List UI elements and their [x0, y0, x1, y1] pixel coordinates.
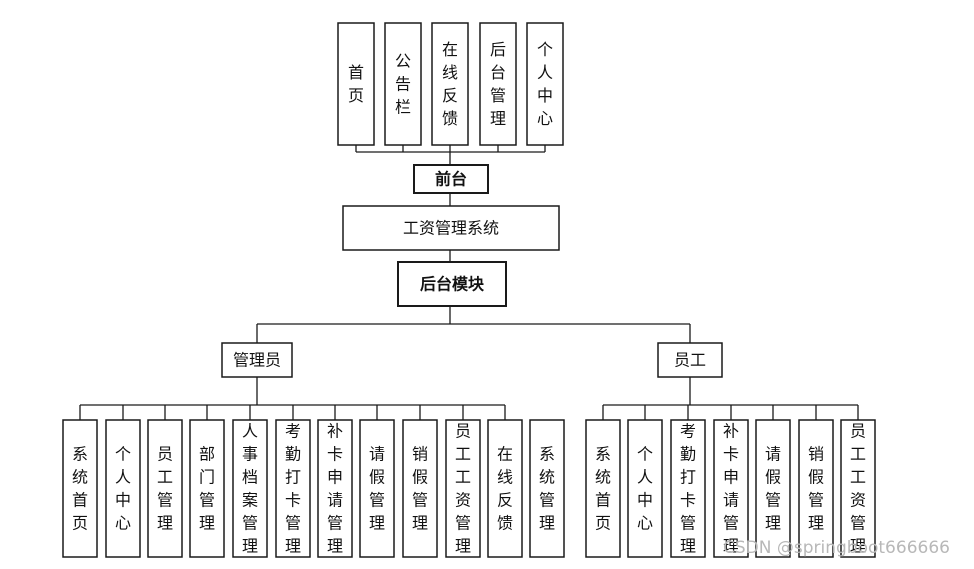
node-admin: 管理员 [221, 342, 293, 378]
node-label: 员工工资管理 [850, 422, 866, 556]
node-box [189, 419, 225, 558]
node-a-hr: 人事档案管理 [232, 419, 268, 558]
node-e-makeup: 补卡申请管理 [713, 419, 749, 558]
node-admin-entry: 后台管理 [479, 22, 517, 146]
node-box [397, 261, 507, 307]
node-box [526, 22, 564, 146]
watermark: CSDN @springboot666666 [723, 538, 950, 558]
node-e-cancel: 销假管理 [798, 419, 834, 558]
node-notice: 公告栏 [384, 22, 422, 146]
node-label: 前台 [435, 170, 467, 189]
node-a-makeup: 补卡申请管理 [317, 419, 353, 558]
node-label: 考勤打卡管理 [285, 422, 301, 556]
node-backend: 后台模块 [397, 261, 507, 307]
node-box [670, 419, 706, 558]
node-box [445, 419, 481, 558]
node-e-personal: 个人中心 [627, 419, 663, 558]
node-box [337, 22, 375, 146]
node-label: 员工工资管理 [455, 422, 471, 556]
node-label: 个人中心 [537, 40, 553, 128]
node-label: 系统管理 [539, 445, 555, 533]
node-label: 个人中心 [115, 445, 131, 533]
node-a-dept: 部门管理 [189, 419, 225, 558]
node-a-home: 系统首页 [62, 419, 98, 558]
node-label: 在线反馈 [497, 445, 513, 533]
node-box [317, 419, 353, 558]
node-label: 在线反馈 [442, 40, 458, 128]
node-box [359, 419, 395, 558]
node-label: 公告栏 [395, 52, 411, 117]
node-a-system: 系统管理 [529, 419, 565, 558]
node-box [487, 419, 523, 558]
node-label: 系统首页 [72, 445, 88, 533]
node-box [585, 419, 621, 558]
node-label: 首页 [348, 63, 364, 105]
node-box [798, 419, 834, 558]
node-box [384, 22, 422, 146]
node-box [431, 22, 469, 146]
node-a-cancel: 销假管理 [402, 419, 438, 558]
node-system: 工资管理系统 [342, 205, 560, 251]
node-box [755, 419, 791, 558]
node-e-salary: 员工工资管理 [840, 419, 876, 558]
node-label: 部门管理 [199, 445, 215, 533]
node-label: 考勤打卡管理 [680, 422, 696, 556]
node-frontend: 前台 [413, 164, 489, 194]
node-label: 工资管理系统 [403, 219, 499, 238]
node-box [275, 419, 311, 558]
node-box [840, 419, 876, 558]
node-personal: 个人中心 [526, 22, 564, 146]
node-box [657, 342, 723, 378]
node-box [627, 419, 663, 558]
node-box [62, 419, 98, 558]
node-a-salary: 员工工资管理 [445, 419, 481, 558]
node-label: 个人中心 [637, 445, 653, 533]
node-label: 销假管理 [412, 445, 428, 533]
node-e-home: 系统首页 [585, 419, 621, 558]
node-e-attend: 考勤打卡管理 [670, 419, 706, 558]
node-label: 人事档案管理 [242, 422, 258, 556]
node-label: 补卡申请管理 [327, 422, 343, 556]
node-label: 员工管理 [157, 445, 173, 533]
node-a-staff: 员工管理 [147, 419, 183, 558]
node-box [105, 419, 141, 558]
node-a-feedback: 在线反馈 [487, 419, 523, 558]
node-box [221, 342, 293, 378]
node-a-leave: 请假管理 [359, 419, 395, 558]
node-label: 员工 [674, 351, 706, 370]
node-employee: 员工 [657, 342, 723, 378]
node-a-attend: 考勤打卡管理 [275, 419, 311, 558]
node-box [529, 419, 565, 558]
node-home: 首页 [337, 22, 375, 146]
node-box [147, 419, 183, 558]
node-box [402, 419, 438, 558]
node-label: 请假管理 [765, 445, 781, 533]
node-label: 后台模块 [420, 275, 485, 294]
node-label: 系统首页 [595, 445, 611, 533]
node-a-personal: 个人中心 [105, 419, 141, 558]
node-box [232, 419, 268, 558]
node-label: 请假管理 [369, 445, 385, 533]
node-box [713, 419, 749, 558]
node-box [413, 164, 489, 194]
node-label: 销假管理 [808, 445, 824, 533]
node-label: 后台管理 [490, 40, 506, 128]
node-feedback: 在线反馈 [431, 22, 469, 146]
node-e-leave: 请假管理 [755, 419, 791, 558]
node-label: 补卡申请管理 [723, 422, 739, 556]
node-label: 管理员 [233, 351, 281, 370]
node-box [342, 205, 560, 251]
